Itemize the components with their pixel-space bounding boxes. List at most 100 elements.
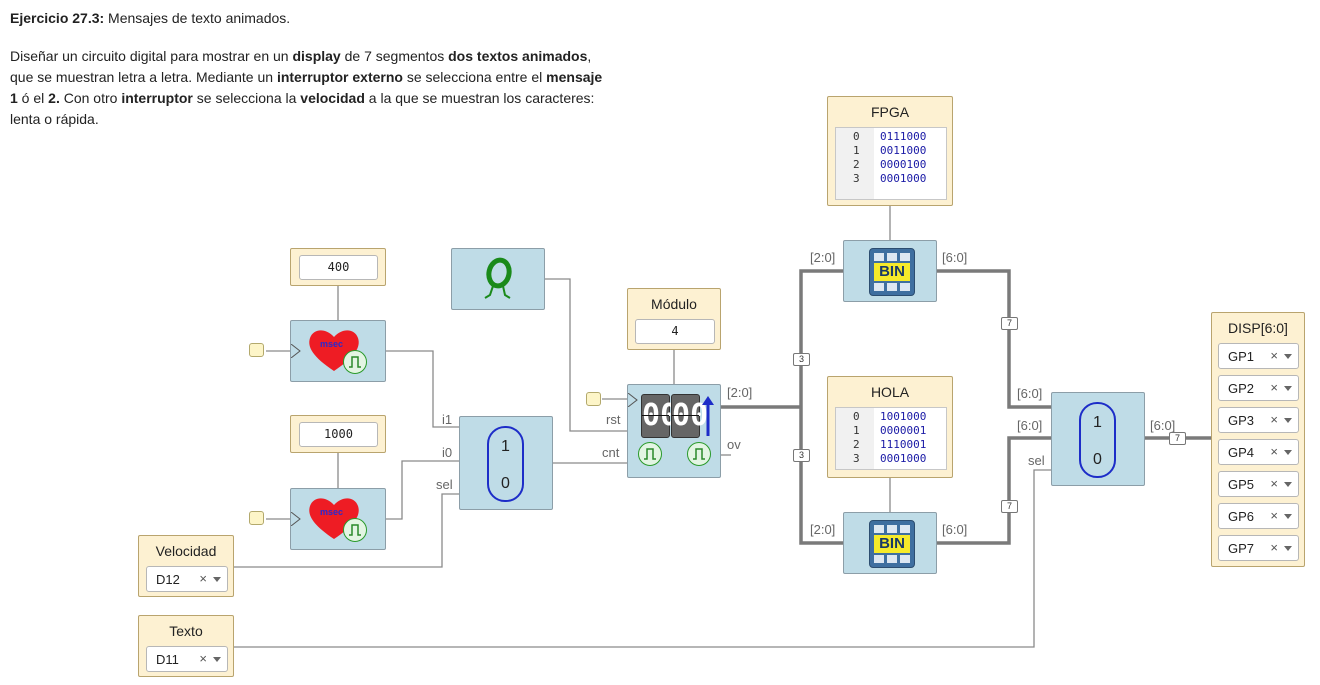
clear-icon[interactable]: × — [1270, 508, 1278, 523]
display-pin-select-5[interactable]: GP5× — [1218, 471, 1299, 497]
speed-multiplexer[interactable]: 1 0 — [459, 416, 553, 510]
clock-input-pin[interactable] — [249, 343, 264, 357]
memory-data[interactable]: 1001000 — [880, 410, 927, 423]
paragraph-text: se selecciona la — [192, 90, 301, 106]
memory-data[interactable]: 0011000 — [880, 144, 927, 157]
display-pin-select-1[interactable]: GP1 × — [1218, 343, 1299, 369]
mux-input-1-label: 1 — [1093, 414, 1102, 431]
memory-row[interactable]: 1 0000001 — [836, 424, 946, 438]
paragraph-text: a la que se muestran los caracteres: len… — [10, 90, 595, 127]
rom-icon: BIN — [869, 520, 915, 568]
rom-fpga-block[interactable]: BIN — [843, 240, 937, 302]
rom-icon-cells — [874, 555, 910, 563]
velocidad-pin-select[interactable]: D12 × — [146, 566, 228, 592]
paragraph-text: ó el — [17, 90, 49, 106]
memory-address: 3 — [853, 172, 860, 185]
rom-hola-block[interactable]: BIN — [843, 512, 937, 574]
up-arrow-icon — [702, 396, 714, 436]
timer-fast-value[interactable]: 400 — [299, 255, 378, 280]
memory-data[interactable]: 1110001 — [880, 438, 927, 451]
clock-input-pin[interactable] — [586, 392, 601, 406]
memory-address: 1 — [853, 144, 860, 157]
memory-row[interactable]: 3 0001000 — [836, 172, 946, 186]
chevron-down-icon[interactable] — [1284, 386, 1292, 391]
chevron-down-icon[interactable] — [1284, 354, 1292, 359]
timer-fast-param-panel: 400 — [290, 248, 386, 286]
paragraph-text: se selecciona entre el — [402, 69, 547, 85]
texto-pin-select[interactable]: D11 × — [146, 646, 228, 672]
memory-data[interactable]: 0001000 — [880, 452, 927, 465]
emphasis-text: velocidad — [300, 90, 365, 106]
clock-input-triangle — [291, 344, 301, 358]
bus-width-badge: 7 — [1001, 317, 1018, 330]
bus-width-badge: 3 — [793, 449, 810, 462]
chevron-down-icon[interactable] — [213, 657, 221, 662]
memory-data[interactable]: 0000100 — [880, 158, 927, 171]
counter-digit: 00 — [671, 394, 708, 438]
memory-address-column — [836, 128, 874, 199]
display-pin-select-6[interactable]: GP6× — [1218, 503, 1299, 529]
memory-address: 1 — [853, 424, 860, 437]
emphasis-text: 2. — [48, 90, 60, 106]
timer-slow-value[interactable]: 1000 — [299, 422, 378, 447]
display-pin-select-3[interactable]: GP3× — [1218, 407, 1299, 433]
memory-row[interactable]: 1 0011000 — [836, 144, 946, 158]
modulo-value[interactable]: 4 — [635, 319, 715, 344]
timer-unit-label: msec — [320, 339, 344, 349]
mux-in1-label: [6:0] — [1017, 386, 1043, 401]
texto-input-panel: Texto D11 × — [138, 615, 234, 677]
chevron-down-icon[interactable] — [1284, 418, 1292, 423]
chevron-down-icon[interactable] — [1284, 482, 1292, 487]
memory-address-column — [836, 408, 874, 469]
rom-icon-label: BIN — [874, 535, 910, 553]
text-multiplexer[interactable]: 1 0 — [1051, 392, 1145, 486]
clear-icon[interactable]: × — [199, 571, 207, 586]
clear-icon[interactable]: × — [1270, 444, 1278, 459]
counter-bus-label: [2:0] — [727, 385, 753, 400]
rom-hola-data-label: [6:0] — [942, 522, 968, 537]
chevron-down-icon[interactable] — [213, 577, 221, 582]
memory-row[interactable]: 3 0001000 — [836, 452, 946, 466]
clock-input-pin[interactable] — [249, 511, 264, 525]
clear-icon[interactable]: × — [1270, 348, 1278, 363]
rom-icon-cells — [874, 253, 910, 261]
rom-fpga-addr-label: [2:0] — [810, 250, 836, 265]
memory-data[interactable]: 0111000 — [880, 130, 927, 143]
exercise-title: Ejercicio 27.3: Mensajes de texto animad… — [10, 10, 291, 26]
memory-data[interactable]: 0000001 — [880, 424, 927, 437]
clear-icon[interactable]: × — [1270, 380, 1278, 395]
timer-slow-block[interactable]: msec — [290, 488, 386, 550]
memory-data[interactable]: 0001000 — [880, 172, 927, 185]
mux-i1-label: i1 — [442, 412, 453, 427]
velocidad-pin-value: D12 — [156, 572, 180, 587]
rom-icon-label: BIN — [874, 263, 910, 281]
counter-cnt-label: cnt — [602, 445, 620, 460]
display-pin-select-4[interactable]: GP4 × — [1218, 439, 1299, 465]
display-output-panel: DISP[6:0] GP1×GP2×GP3×GP4×GP5×GP6×GP7× — [1211, 312, 1305, 567]
pin-value: GP4 — [1228, 445, 1255, 460]
clear-icon[interactable]: × — [199, 651, 207, 666]
chevron-down-icon[interactable] — [1284, 546, 1292, 551]
mux-symbol: 1 0 — [487, 426, 524, 502]
mux-in0-label: [6:0] — [1017, 418, 1043, 433]
display-pin-select-2[interactable]: GP2× — [1218, 375, 1299, 401]
clock-source-block[interactable] — [451, 248, 545, 310]
pin-value: GP1 — [1228, 349, 1255, 364]
chevron-down-icon[interactable] — [1284, 450, 1292, 455]
chevron-down-icon[interactable] — [1284, 514, 1292, 519]
paragraph-text: Con otro — [59, 90, 122, 106]
timer-fast-block[interactable]: msec — [290, 320, 386, 382]
memory-address: 3 — [853, 452, 860, 465]
clear-icon[interactable]: × — [1270, 540, 1278, 555]
mux-symbol: 1 0 — [1079, 402, 1116, 478]
clear-icon[interactable]: × — [1270, 476, 1278, 491]
display-pin-select-7[interactable]: GP7× — [1218, 535, 1299, 561]
clear-icon[interactable]: × — [1270, 412, 1278, 427]
